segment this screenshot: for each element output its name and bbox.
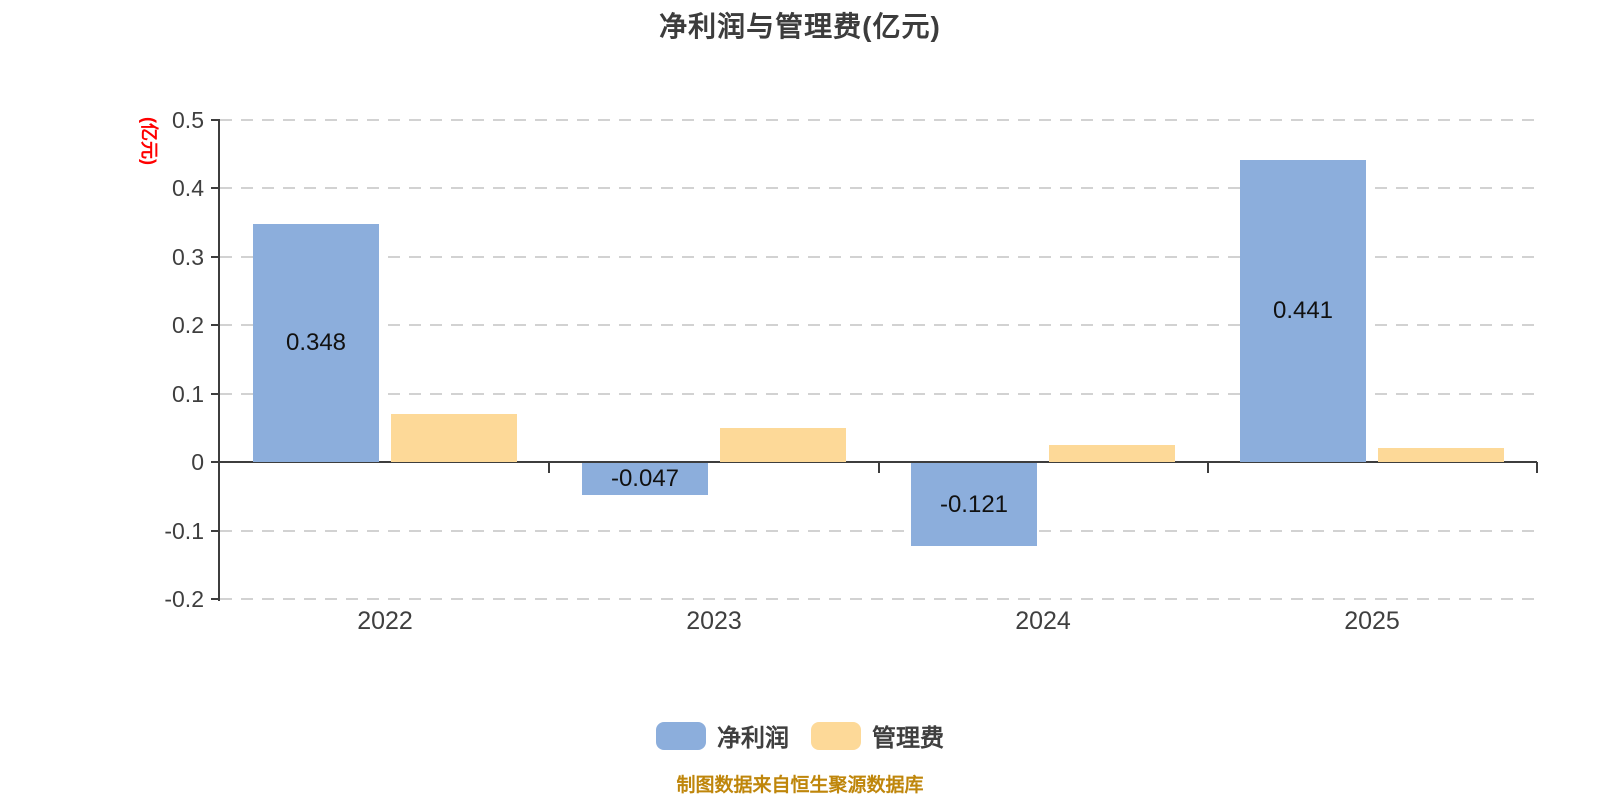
x-tick-label: 2022 bbox=[357, 607, 413, 635]
y-axis-tick bbox=[211, 119, 220, 121]
bar-net-profit-2023 bbox=[582, 463, 708, 495]
mgmt-fee-swatch bbox=[811, 721, 861, 750]
x-tick-label: 2024 bbox=[1015, 607, 1071, 635]
legend: 净利润 管理费 bbox=[0, 718, 1600, 753]
bar-mgmt-fee-2025 bbox=[1378, 448, 1504, 462]
y-axis-tick bbox=[211, 187, 220, 189]
bar-net-profit-2022 bbox=[253, 224, 379, 462]
legend-item-net-profit: 净利润 bbox=[656, 718, 789, 753]
y-axis-tick bbox=[211, 530, 220, 532]
y-axis-tick bbox=[211, 324, 220, 326]
x-axis-baseline bbox=[218, 461, 1537, 463]
y-tick-label: 0.4 bbox=[172, 175, 204, 201]
bar-mgmt-fee-2022 bbox=[391, 414, 517, 462]
x-axis-tick bbox=[548, 462, 550, 473]
net-profit-swatch bbox=[656, 721, 706, 750]
x-axis-tick bbox=[1207, 462, 1209, 473]
bar-net-profit-2024 bbox=[911, 463, 1037, 546]
y-tick-label: -0.1 bbox=[164, 518, 204, 544]
gridline bbox=[220, 530, 1537, 532]
y-axis-tick bbox=[211, 393, 220, 395]
y-tick-label: 0.1 bbox=[172, 381, 204, 407]
legend-label-mgmt-fee: 管理费 bbox=[872, 725, 944, 752]
bar-value-label: -0.121 bbox=[939, 490, 1009, 518]
y-axis-line bbox=[218, 120, 220, 601]
gridline bbox=[220, 598, 1537, 600]
chart-title: 净利润与管理费(亿元) bbox=[659, 11, 941, 42]
y-tick-label: -0.2 bbox=[164, 586, 204, 612]
y-axis-tick bbox=[211, 598, 220, 600]
bar-mgmt-fee-2023 bbox=[720, 428, 846, 462]
y-tick-label: 0.2 bbox=[172, 312, 204, 338]
gridline bbox=[220, 324, 1537, 326]
gridline bbox=[220, 187, 1537, 189]
y-axis-tick bbox=[211, 256, 220, 258]
bar-mgmt-fee-2024 bbox=[1049, 445, 1175, 462]
legend-item-mgmt-fee: 管理费 bbox=[811, 718, 944, 753]
bar-net-profit-2025 bbox=[1240, 160, 1366, 462]
bar-value-label: 0.441 bbox=[1272, 297, 1334, 324]
y-axis-tick bbox=[211, 461, 220, 463]
x-tick-label: 2025 bbox=[1344, 607, 1400, 635]
y-tick-label: 0.5 bbox=[172, 107, 204, 133]
bar-value-label: 0.348 bbox=[285, 329, 347, 356]
gridline bbox=[220, 393, 1537, 395]
data-source-note: 制图数据来自恒生聚源数据库 bbox=[676, 775, 924, 796]
legend-label-net-profit: 净利润 bbox=[717, 725, 789, 752]
x-axis-tick bbox=[1536, 462, 1538, 473]
bar-value-label: -0.047 bbox=[610, 465, 680, 492]
gridline bbox=[220, 256, 1537, 258]
y-tick-label: 0.3 bbox=[172, 244, 204, 270]
y-tick-label: 0 bbox=[191, 449, 204, 475]
x-tick-label: 2023 bbox=[686, 607, 742, 635]
x-axis-tick bbox=[878, 462, 880, 473]
gridline bbox=[220, 119, 1537, 121]
